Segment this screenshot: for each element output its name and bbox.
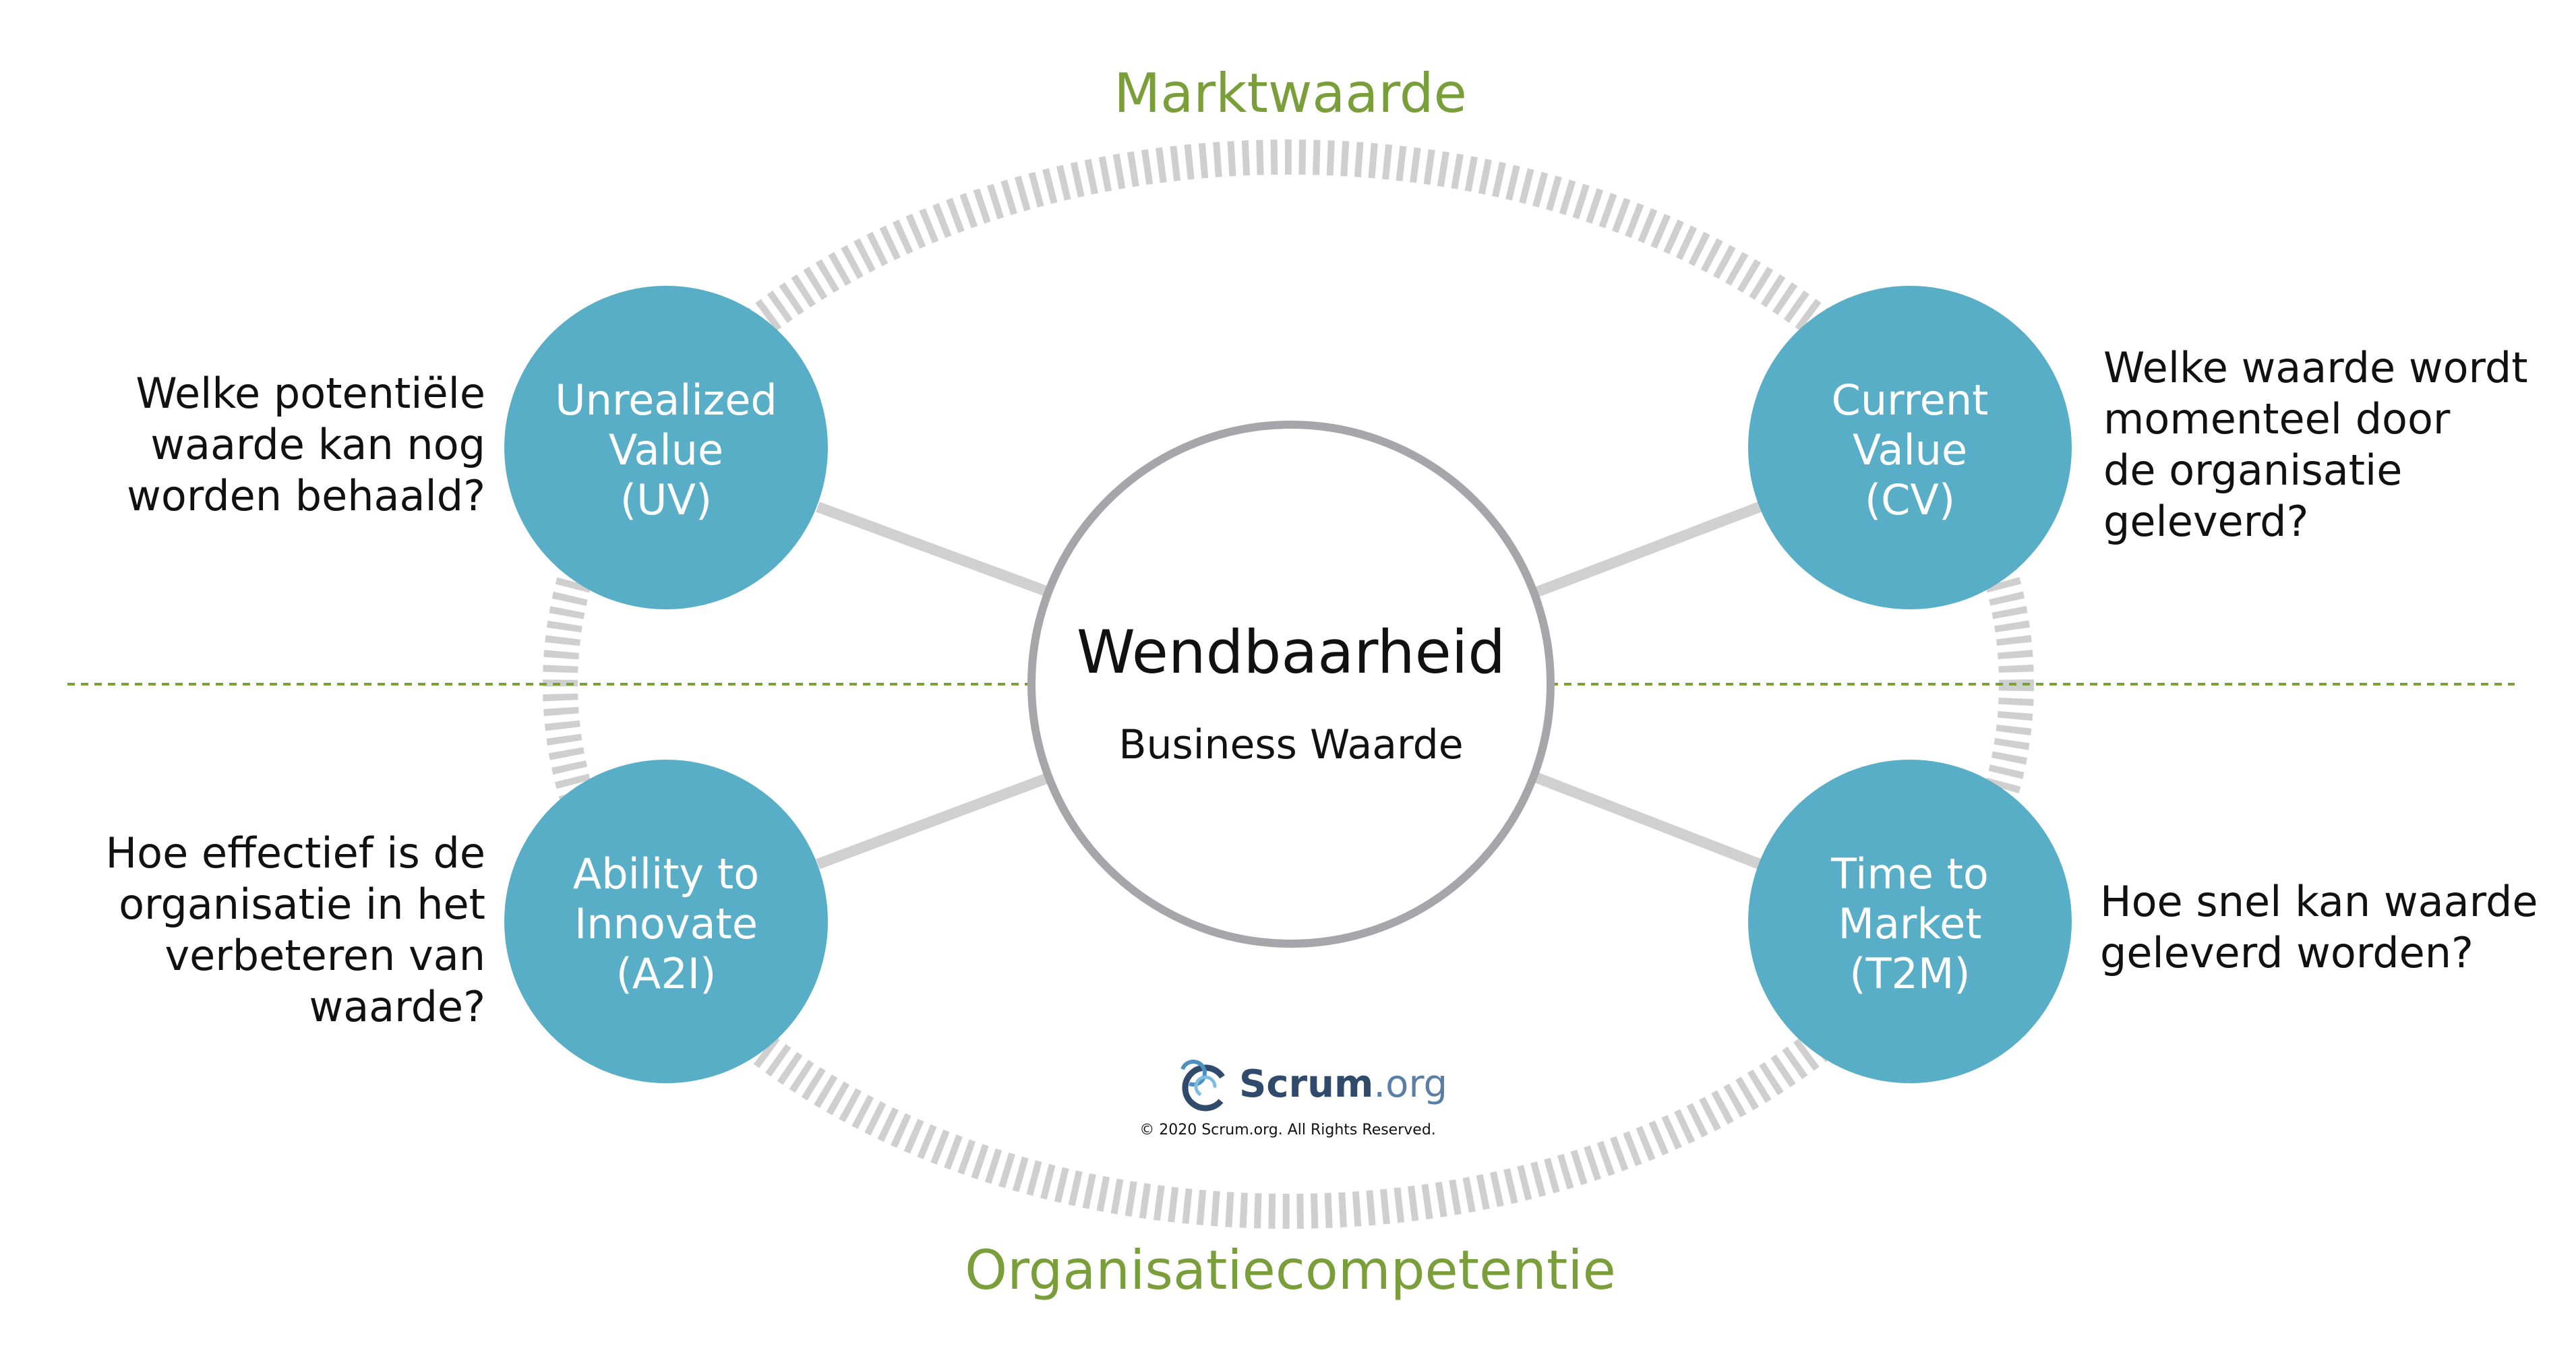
node-label-line: (T2M) <box>1849 949 1970 998</box>
connector-uv <box>816 501 1054 599</box>
organizational-capability-label: Organisatiecompetentie <box>965 1239 1616 1302</box>
node-label-line: Value <box>1853 425 1967 475</box>
node-cv-circle <box>1748 286 2072 609</box>
node-uv-circle <box>504 286 828 609</box>
connector-a2i <box>816 771 1054 870</box>
question-a2i: Hoe effectief is de organisatie in het v… <box>105 828 485 1031</box>
node-label-line: Value <box>609 425 723 475</box>
logo-brand: Scrum <box>1239 1062 1374 1106</box>
copyright-notice: © 2020 Scrum.org. All Rights Reserved. <box>1139 1122 1436 1138</box>
node-label-line: Unrealized <box>555 375 777 425</box>
question-uv: Welke potentiële waarde kan nog worden b… <box>127 369 485 520</box>
question-cv: Welke waarde wordt momenteel door de org… <box>2103 343 2528 546</box>
market-value-label: Marktwaarde <box>1114 62 1467 125</box>
node-label-line: Time to <box>1830 849 1989 899</box>
node-label-line: (A2I) <box>616 949 717 998</box>
node-label-line: (UV) <box>620 475 712 524</box>
scrum-org-wordmark: Scrum.org <box>1239 1062 1447 1106</box>
connector-t2m <box>1532 771 1762 870</box>
node-t2m-circle <box>1748 760 2072 1083</box>
scrum-org-logo: Scrum.org <box>1173 1053 1483 1140</box>
node-label-line: Market <box>1838 899 1981 948</box>
node-label-line: Ability to <box>573 849 759 899</box>
center-subtitle: Business Waarde <box>1118 721 1463 768</box>
logo-suffix: .org <box>1373 1062 1448 1106</box>
node-label-line: (CV) <box>1865 475 1955 524</box>
connector-cv <box>1532 501 1762 599</box>
center-title: Wendbaarheid <box>1077 617 1505 687</box>
node-label-line: Innovate <box>574 899 758 948</box>
node-a2i-circle <box>504 760 828 1083</box>
scrum-org-logo-icon <box>1180 1060 1229 1112</box>
center-circle <box>1027 421 1555 948</box>
node-label-line: Current <box>1832 375 1989 425</box>
question-t2m: Hoe snel kan waarde geleverd worden? <box>2100 877 2538 977</box>
